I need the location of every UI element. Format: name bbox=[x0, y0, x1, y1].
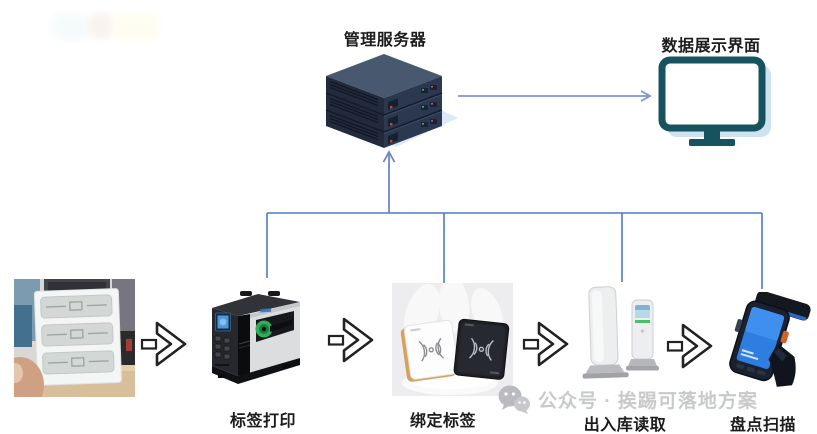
desktop-rfid-readers-photo bbox=[392, 283, 513, 396]
watermark-text: 公众号 · 挨踢可落地方案 bbox=[538, 391, 758, 412]
wechat-icon bbox=[498, 385, 530, 414]
monitor-icon bbox=[658, 56, 771, 146]
caption-bind-labels: 绑定标签 bbox=[409, 413, 476, 430]
caption-inventory-scan: 盘点扫描 bbox=[729, 417, 796, 434]
watermark: 公众号 · 挨踢可落地方案 bbox=[498, 385, 758, 414]
handheld-scanner-illustration bbox=[729, 292, 811, 387]
arrow-server-to-display bbox=[458, 90, 652, 102]
flow-arrow-icon bbox=[140, 321, 187, 367]
flow-arrow-icon bbox=[327, 317, 374, 363]
rfid-labels-photo bbox=[14, 279, 135, 397]
caption-gate-reading: 出入库读取 bbox=[583, 417, 667, 434]
flow-arrow-icon bbox=[522, 321, 569, 367]
label-printer-illustration bbox=[212, 291, 300, 384]
caption-label-printing: 标签打印 bbox=[229, 413, 296, 430]
flow-arrow-icon bbox=[666, 323, 713, 369]
display-title: 数据展示界面 bbox=[661, 38, 761, 55]
server-stack-icon bbox=[325, 54, 458, 148]
gate-readers-illustration bbox=[582, 286, 659, 379]
server-title: 管理服务器 bbox=[343, 32, 427, 49]
arrow-to-server bbox=[382, 150, 396, 213]
